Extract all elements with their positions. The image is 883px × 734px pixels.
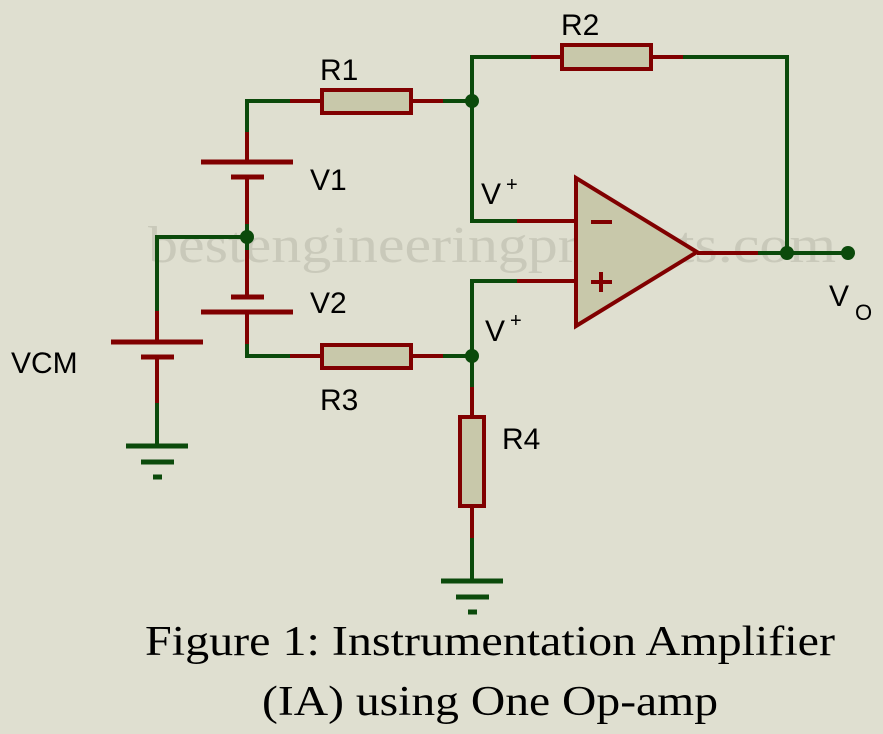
vplus-bottom-label: V + [485, 310, 522, 348]
ground-icon [441, 578, 503, 615]
ground-icon [126, 443, 188, 480]
watermark: bestengineeringprojects.com [148, 217, 836, 274]
op-amp [517, 174, 758, 330]
v1-label: V1 [310, 164, 347, 197]
battery-vcm: VCM [11, 311, 203, 403]
resistor-r3: R3 [290, 343, 443, 417]
vplus-top-label: V + [481, 174, 518, 211]
wire-junction-r2 [470, 55, 533, 103]
svg-text:+: + [506, 174, 518, 196]
junction-dot [780, 246, 794, 260]
wire-v1-r1 [245, 99, 292, 138]
v2-label: V2 [310, 287, 347, 320]
r1-label: R1 [320, 54, 358, 87]
wire-junction-inv-input [470, 99, 519, 223]
r4-label: R4 [502, 423, 540, 456]
svg-text:V: V [485, 315, 505, 348]
r3-label: R3 [320, 384, 358, 417]
svg-text:O: O [855, 300, 872, 325]
junction-dot [240, 230, 254, 244]
svg-text:V: V [481, 178, 501, 211]
junction-dot [465, 94, 479, 108]
junction-dot [465, 349, 479, 363]
wire-r2-output [681, 55, 789, 255]
battery-v2: V2 [201, 250, 347, 344]
resistor-r4: R4 [458, 387, 540, 538]
output-terminal-dot [841, 246, 855, 260]
caption-line-1: Figure 1: Instrumentation Amplifier [145, 619, 835, 665]
r2-label: R2 [561, 9, 599, 42]
vcm-label: VCM [11, 347, 78, 380]
vout-label: V O [829, 280, 872, 325]
resistor-r1: R1 [290, 54, 443, 115]
wire-mid-vcm [155, 235, 249, 313]
caption-line-2: (IA) using One Op-amp [262, 679, 718, 725]
svg-text:V: V [829, 280, 849, 313]
resistor-r2: R2 [531, 9, 683, 71]
wire-v2-r3 [245, 341, 292, 358]
battery-v1: V1 [201, 132, 347, 224]
svg-text:+: + [510, 310, 522, 332]
